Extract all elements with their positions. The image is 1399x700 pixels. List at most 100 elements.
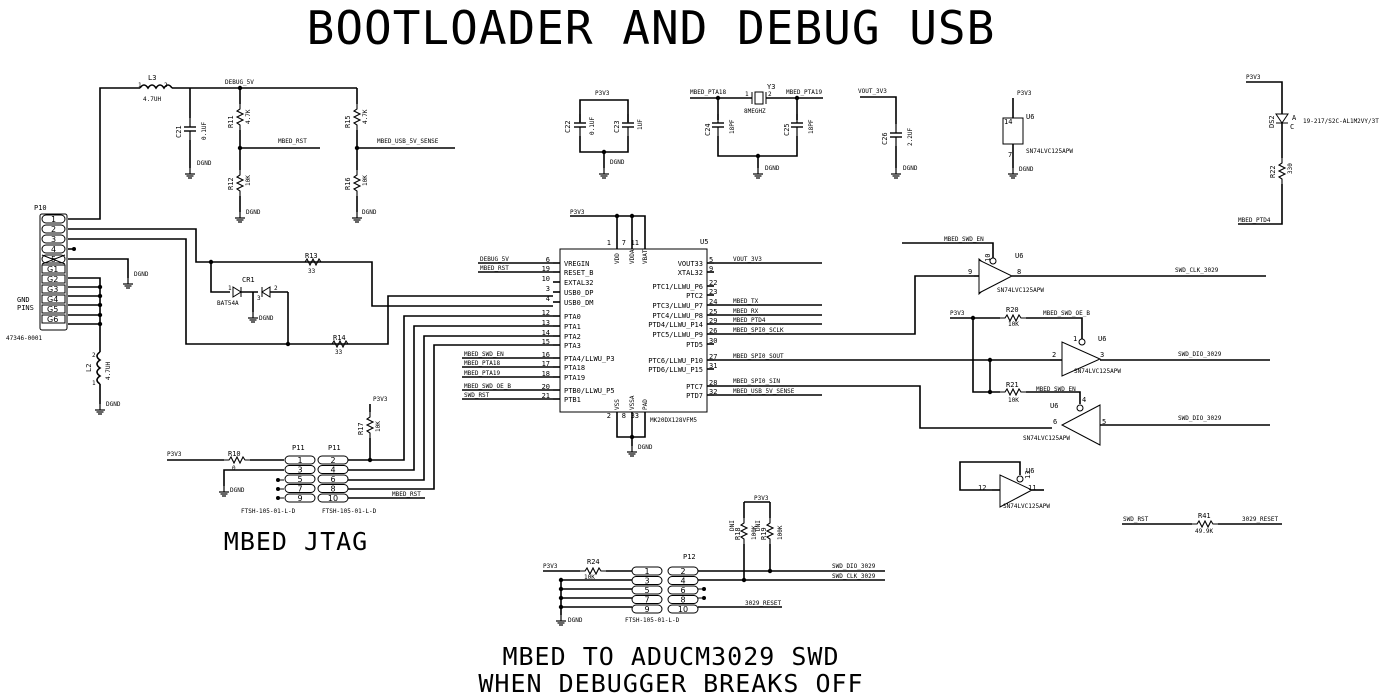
u5-right-pin-num: 26 [709, 327, 717, 335]
r19-value: 100K [777, 525, 784, 540]
u5-right-pin-num: 5 [709, 256, 713, 264]
u6b-net-out: SWD_DIO_3029 [1178, 351, 1222, 358]
u6b-p3v3: P3V3 [950, 310, 965, 317]
u6d-ref: U6 [1026, 467, 1034, 475]
r16-ref: R16 [344, 177, 352, 190]
u6b-pin2: 2 [1052, 351, 1056, 359]
u6c-net-en: MBED_SWD_EN [1036, 386, 1076, 393]
p10-gnd-pin-box [41, 304, 66, 314]
u6b-pin1: 1 [1073, 335, 1077, 343]
resistor-r41: SWD_RST R41 49.9K 3029_RESET [1122, 512, 1282, 535]
u6a-pin8: 8 [1017, 268, 1021, 276]
cr1-value: BAT54A [217, 300, 239, 307]
u5-value: MK20DX128VFM5 [650, 417, 697, 424]
u5-left-pin-num: 20 [542, 383, 550, 391]
u6d-value: SN74LVC125APW [1003, 503, 1050, 510]
r22-value: 330 [1287, 163, 1294, 174]
r16-value: 10K [362, 175, 369, 186]
u5-right-pin-num: 32 [709, 388, 717, 396]
c22-value: 0.1UF [589, 117, 596, 135]
u6c-net-out: SWD_DIO_3029 [1178, 415, 1222, 422]
u6c-pin4: 4 [1082, 396, 1086, 404]
p10-pin-box [41, 214, 66, 224]
r21-ref: R21 [1006, 381, 1019, 389]
u5-left-pin-name: PTA3 [564, 342, 581, 350]
capacitors-c22-c23: P3V3 C22 0.1UF C23 1UF DGND [564, 90, 644, 179]
l3-pin1: 1 [138, 82, 142, 89]
swd-title-line2: WHEN DEBUGGER BREAKS OFF [478, 669, 863, 698]
p11-pin-box [317, 474, 349, 484]
u5-left-pin-num: 15 [542, 338, 550, 346]
c24-ref: C24 [704, 123, 712, 136]
u6a-pin10: 10 [984, 254, 992, 262]
u6b-ref: U6 [1098, 335, 1106, 343]
u5-bottom-pin-num: 8 [622, 412, 626, 420]
r19-ref: R19 [760, 527, 768, 540]
p10-gnd-pin-label: G6 [47, 315, 58, 324]
u5-net-swd-en: MBED_SWD_EN [464, 351, 504, 358]
u5-bottom-pin-name: VSS [614, 399, 621, 410]
p12-pin-box [631, 576, 663, 585]
r14-value: 33 [335, 349, 343, 356]
p12-pin-label: 9 [644, 605, 649, 614]
p10-gnd-pin-label: G4 [47, 295, 58, 304]
u5-right-pin-name: PTC5/LLWU_P9 [652, 331, 703, 339]
u5-net-oe-b: MBED_SWD_OE_B [464, 383, 511, 390]
c26-ref: C26 [881, 132, 889, 145]
capacitor-c21: C21 0.1UF DGND [175, 88, 212, 179]
p12-pin-label: 7 [644, 596, 649, 605]
p10-pin-box [41, 234, 66, 244]
u5-left-pin-name: RESET_B [564, 269, 594, 277]
buffer-u6d: U6 SN74LVC125APW 12 11 13 [959, 461, 1050, 510]
p10-gnd-pin-label: G5 [47, 305, 58, 314]
p11-pin-label: 8 [330, 485, 335, 494]
u5-left-pin-num: 18 [542, 370, 550, 378]
cr1-gnd-label: DGND [259, 315, 274, 322]
c26-value: 2.2UF [907, 128, 914, 146]
u6p-value: SN74LVC125APW [1026, 148, 1073, 155]
u5-left-pin-num: 3 [546, 285, 550, 293]
p10-pin-label: 3 [51, 235, 56, 244]
u6p-pin7: 7 [1008, 151, 1012, 159]
u5-left-pin-num: 19 [542, 265, 550, 273]
u5-left-pin-num: 10 [542, 275, 550, 283]
y3-pin2: 2 [768, 91, 772, 98]
r41-value: 49.9K [1195, 528, 1213, 535]
p12-pin-box [667, 595, 699, 604]
y3-net-right: MBED_PTA19 [786, 89, 823, 96]
u5-p3v3: P3V3 [570, 209, 585, 216]
u5-net-swd-rst: SWD_RST [464, 392, 490, 399]
u5-right-pin-name: PTD4/LLWU_P14 [648, 321, 703, 329]
p11-pin-label: 7 [297, 485, 302, 494]
resistor-r15: R15 4.7K [344, 88, 369, 170]
u6d-pin12: 12 [978, 484, 986, 492]
p10-pin-label: 1 [51, 215, 56, 224]
p10-ref: P10 [34, 204, 47, 212]
u5-bottom-pin-name: VSSA [629, 395, 636, 410]
u5-top-pin-num: 1 [607, 239, 611, 247]
r41-ref: R41 [1198, 512, 1211, 520]
u5-right-pin-name: PTD7 [686, 392, 703, 400]
l2-ref: L2 [85, 364, 93, 372]
u6c-ref: U6 [1050, 402, 1058, 410]
p12-pin-box [631, 585, 663, 595]
u5-left-pin-num: 21 [542, 392, 550, 400]
p12-pin-box [667, 585, 699, 595]
u6b-net-oe: MBED_SWD_OE_B [1043, 310, 1090, 317]
y3-net-left: MBED_PTA18 [690, 89, 727, 96]
p11-pin-box [317, 493, 349, 503]
c26-vout: VOUT_3V3 [858, 88, 887, 95]
c23-value: 1UF [637, 119, 644, 130]
jtag-p3v3: P3V3 [167, 451, 182, 458]
resistor-r12: R12 10K DGND [227, 169, 261, 223]
u5-left-pin-name: VREGIN [564, 260, 589, 268]
r13-ref: R13 [305, 252, 318, 260]
p11-pin-box [284, 455, 316, 465]
y3-ref: Y3 [767, 83, 775, 91]
c23-ref: C23 [613, 120, 621, 133]
p12-net-clk: SWD_CLK_3029 [832, 573, 876, 580]
resistor-r10: R10 0 [223, 450, 251, 472]
p11-pin-label: 5 [297, 475, 302, 484]
u5-left-pin-name: PTA19 [564, 374, 585, 382]
